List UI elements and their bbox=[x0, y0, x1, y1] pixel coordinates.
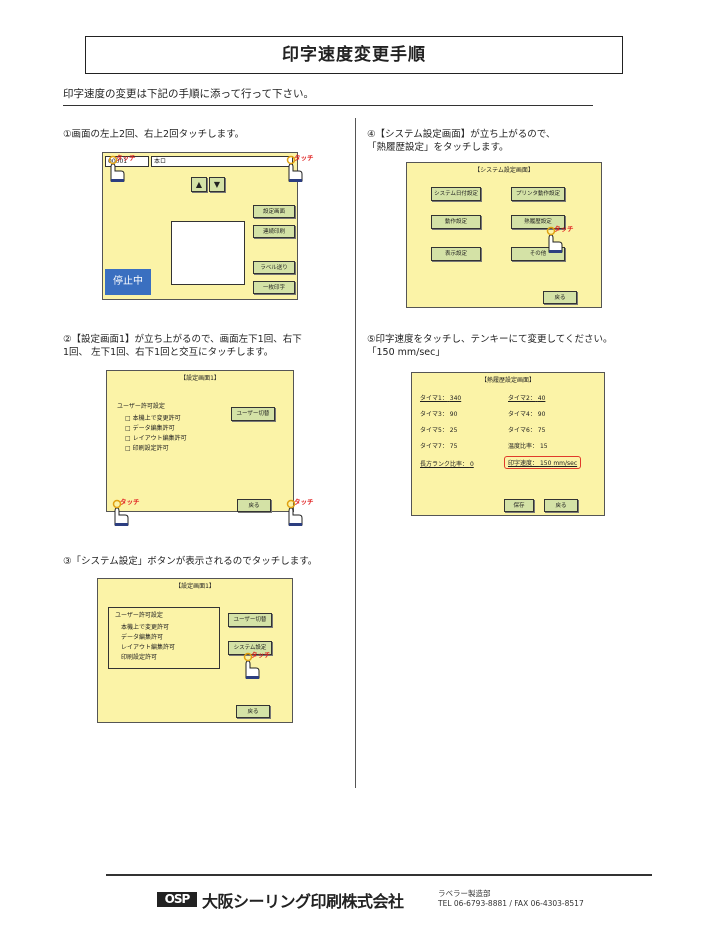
permission-item[interactable]: 印刷設定許可 bbox=[121, 654, 158, 661]
step-2-text: ②【設定画面1】が立ち上がるので、画面左下1回、右下 1回、 左下1回、右下1回と… bbox=[63, 333, 302, 359]
touch-label: タッチ bbox=[120, 498, 140, 506]
screen-settings-1-admin: 【設定画面1】 ユーザー許可設定 本機上で変更許可 データ編集許可 レイアウト編… bbox=[97, 578, 293, 723]
timer-setting[interactable]: タイマ2： 40 bbox=[508, 395, 546, 402]
step-1-text: ①画面の左上2回、右上2回タッチします。 bbox=[63, 129, 245, 140]
settings-screen-button[interactable]: 設定画面 bbox=[253, 205, 295, 218]
permission-item[interactable]: □ 印刷設定許可 bbox=[125, 445, 169, 452]
hand-pointer-icon bbox=[546, 226, 563, 253]
section-label: ユーザー許可設定 bbox=[115, 612, 163, 619]
page-title: 印字速度変更手順 bbox=[85, 36, 623, 74]
label-feed-button[interactable]: ラベル送り bbox=[253, 261, 295, 274]
printer-operation-button[interactable]: プリンタ動作設定 bbox=[511, 187, 565, 201]
hand-pointer-icon bbox=[112, 499, 129, 526]
heat-history-settings-button[interactable]: 熱履歴設定 bbox=[511, 215, 565, 229]
code-field[interactable]: 00001 bbox=[105, 156, 149, 167]
continuous-print-button[interactable]: 連続印刷 bbox=[253, 225, 295, 238]
label-preview bbox=[171, 221, 245, 285]
permission-item[interactable]: □ 本機上で変更許可 bbox=[125, 415, 181, 422]
up-arrow-button[interactable]: ▲ bbox=[191, 177, 207, 192]
touch-indicator: タッチ bbox=[103, 152, 137, 182]
touch-indicator: タッチ bbox=[238, 649, 272, 679]
step-5-line-2: 「150 mm/sec」 bbox=[367, 347, 445, 358]
user-switch-button[interactable]: ユーザー切替 bbox=[228, 613, 272, 627]
step-5-line-1: ⑤印字速度をタッチし、テンキーにて変更してください。 bbox=[367, 334, 613, 345]
touch-indicator: タッチ bbox=[107, 496, 141, 526]
touch-indicator: タッチ bbox=[281, 496, 315, 526]
print-speed-field[interactable]: 印字速度： 150 mm/sec bbox=[504, 456, 582, 469]
footer-divider bbox=[106, 874, 652, 876]
screen-system-settings: 【システム設定画面】 システム日付設定 プリンタ動作設定 動作設定 熱履歴設定 … bbox=[406, 162, 602, 308]
permission-item[interactable]: □ データ編集許可 bbox=[125, 425, 175, 432]
screen-header: 【設定画面1】 bbox=[180, 375, 220, 382]
back-button[interactable]: 戻る bbox=[236, 705, 270, 718]
hand-pointer-icon bbox=[108, 155, 125, 182]
touch-indicator: タッチ bbox=[541, 223, 575, 253]
step-2-line-2: 1回、 左下1回、右下1回と交互にタッチします。 bbox=[63, 347, 274, 358]
touch-label: タッチ bbox=[116, 154, 136, 162]
screen-main: 00001 本ロ ▲ ▼ 設定画面 連続印刷 ラベル送り 一枚印字 停止中 タッ… bbox=[102, 152, 314, 300]
touch-label: タッチ bbox=[554, 225, 574, 233]
ranking-ratio-setting[interactable]: 長方ランク比率： 0 bbox=[420, 461, 474, 468]
intro-text: 印字速度の変更は下記の手順に添って行って下さい。 bbox=[63, 86, 593, 106]
section-label: ユーザー許可設定 bbox=[117, 403, 165, 410]
touch-indicator: タッチ bbox=[281, 152, 315, 182]
screen-header: 【熱履歴設定画面】 bbox=[480, 377, 535, 384]
single-print-button[interactable]: 一枚印字 bbox=[253, 281, 295, 294]
save-button[interactable]: 保存 bbox=[504, 499, 534, 512]
system-date-button[interactable]: システム日付設定 bbox=[431, 187, 481, 201]
step-5-text: ⑤印字速度をタッチし、テンキーにて変更してください。「150 mm/sec」 bbox=[367, 333, 612, 359]
operation-settings-button[interactable]: 動作設定 bbox=[431, 215, 481, 229]
temperature-ratio-setting[interactable]: 温度比率： 15 bbox=[508, 443, 548, 450]
screen-settings-1: 【設定画面1】 ユーザー許可設定 □ 本機上で変更許可 □ データ編集許可 □ … bbox=[106, 370, 314, 526]
hand-pointer-icon bbox=[286, 499, 303, 526]
hand-pointer-icon bbox=[286, 155, 303, 182]
back-button[interactable]: 戻る bbox=[544, 499, 578, 512]
screen-header: 【設定画面1】 bbox=[175, 583, 215, 590]
permission-item[interactable]: □ レイアウト編集許可 bbox=[125, 435, 187, 442]
step-4-text: ④【システム設定画面】が立ち上がるので、「熱履歴設定」をタッチします。 bbox=[367, 128, 555, 154]
permission-group: ユーザー許可設定 本機上で変更許可 データ編集許可 レイアウト編集許可 印刷設定… bbox=[108, 607, 220, 669]
back-button[interactable]: 戻る bbox=[543, 291, 577, 304]
hand-pointer-icon bbox=[243, 652, 260, 679]
status-stopped: 停止中 bbox=[105, 269, 151, 295]
screen-header: 【システム設定画面】 bbox=[474, 167, 534, 174]
permission-item[interactable]: データ編集許可 bbox=[121, 634, 164, 641]
timer-setting[interactable]: タイマ5： 25 bbox=[420, 427, 458, 434]
permission-item[interactable]: レイアウト編集許可 bbox=[121, 644, 176, 651]
permission-item[interactable]: 本機上で変更許可 bbox=[121, 624, 170, 631]
down-arrow-button[interactable]: ▼ bbox=[209, 177, 225, 192]
step-2-line-1: ②【設定画面1】が立ち上がるので、画面左下1回、右下 bbox=[63, 334, 302, 345]
name-field[interactable]: 本ロ bbox=[151, 156, 293, 167]
touch-label: タッチ bbox=[294, 498, 314, 506]
company-logo: OSP bbox=[157, 892, 197, 907]
screen-heat-history: 【熱履歴設定画面】 タイマ1： 340 タイマ2： 40 タイマ3： 90 タイ… bbox=[411, 372, 605, 516]
timer-setting[interactable]: タイマ6： 75 bbox=[508, 427, 546, 434]
step-3-text: ③「システム設定」ボタンが表示されるのでタッチします。 bbox=[63, 556, 318, 567]
touch-label: タッチ bbox=[251, 651, 271, 659]
department-name: ラベラー製造部 bbox=[438, 889, 491, 898]
timer-setting[interactable]: タイマ1： 340 bbox=[420, 395, 462, 402]
company-name: 大阪シーリング印刷株式会社 bbox=[202, 892, 404, 911]
display-settings-button[interactable]: 表示設定 bbox=[431, 247, 481, 261]
column-divider bbox=[355, 118, 356, 788]
touch-label: タッチ bbox=[294, 154, 314, 162]
timer-setting[interactable]: タイマ7： 75 bbox=[420, 443, 458, 450]
phone-fax: TEL 06-6793-8881 / FAX 06-4303-8517 bbox=[438, 899, 584, 908]
step-4-line-1: ④【システム設定画面】が立ち上がるので、 bbox=[367, 129, 556, 140]
timer-setting[interactable]: タイマ3： 90 bbox=[420, 411, 458, 418]
user-switch-button[interactable]: ユーザー切替 bbox=[231, 407, 275, 421]
back-button[interactable]: 戻る bbox=[237, 499, 271, 512]
step-4-line-2: 「熱履歴設定」をタッチします。 bbox=[367, 142, 509, 153]
timer-setting[interactable]: タイマ4： 90 bbox=[508, 411, 546, 418]
